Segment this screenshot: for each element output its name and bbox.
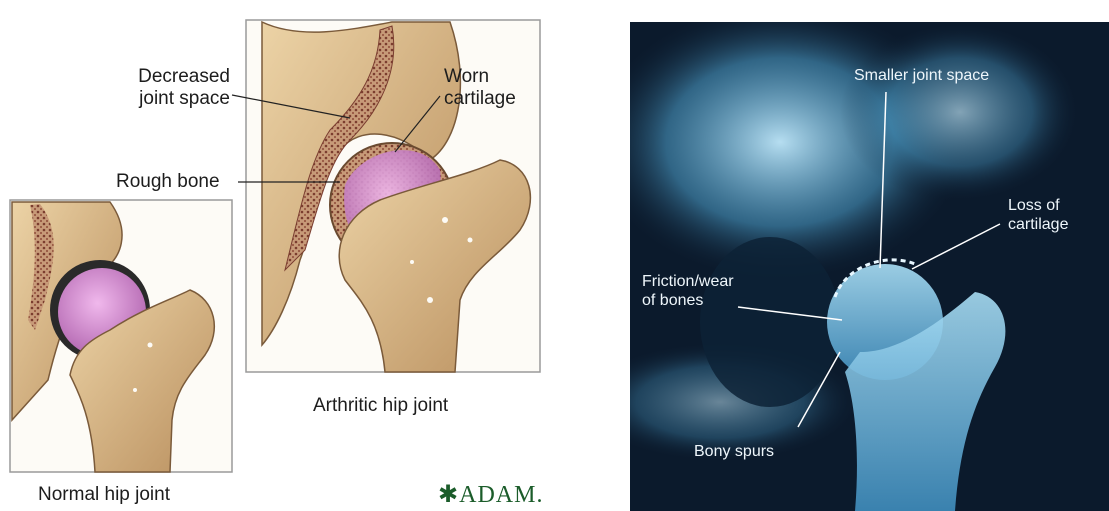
adam-star-icon: ✱: [438, 482, 459, 508]
label-worn-line2: cartilage: [444, 88, 516, 110]
label-bony-spurs: Bony spurs: [694, 442, 774, 461]
xray-obturator: [700, 237, 840, 407]
label-worn-line1: Worn: [444, 66, 516, 88]
label-friction-wear: Friction/wear of bones: [642, 272, 734, 310]
label-loss-line1: Loss of: [1008, 196, 1068, 215]
adam-logo-text: ADAM.: [459, 482, 543, 508]
xray-image: [630, 22, 1109, 511]
caption-normal-hip-joint: Normal hip joint: [38, 484, 170, 506]
label-worn-cartilage: Worn cartilage: [444, 66, 516, 110]
adam-logo: ✱ADAM.: [438, 480, 543, 509]
label-friction-line2: of bones: [642, 291, 734, 310]
caption-arthritic-hip-joint: Arthritic hip joint: [313, 395, 448, 417]
xray-panel: Smaller joint space Loss of cartilage Fr…: [630, 22, 1109, 511]
label-decreased-line2: joint space: [110, 88, 230, 110]
label-rough-bone: Rough bone: [116, 171, 220, 193]
label-smaller-joint-space: Smaller joint space: [854, 66, 989, 85]
label-friction-line1: Friction/wear: [642, 272, 734, 291]
label-loss-of-cartilage: Loss of cartilage: [1008, 196, 1068, 234]
label-decreased-joint-space: Decreased joint space: [110, 66, 230, 110]
label-loss-line2: cartilage: [1008, 215, 1068, 234]
label-decreased-line1: Decreased: [110, 66, 230, 88]
hip-illustration-panel: Decreased joint space Worn cartilage Rou…: [0, 0, 567, 511]
